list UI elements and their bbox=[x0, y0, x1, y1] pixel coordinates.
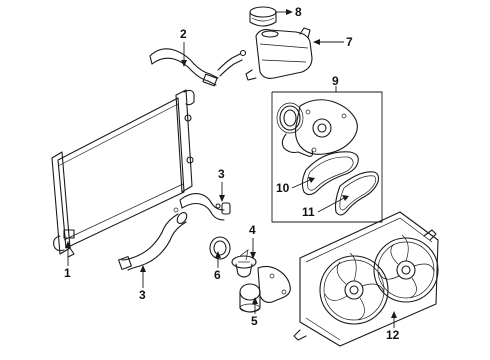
callout-2: 2 bbox=[180, 27, 187, 41]
thermostat bbox=[231, 249, 257, 278]
callout-6: 6 bbox=[214, 268, 221, 282]
callout-12: 12 bbox=[386, 328, 400, 342]
callout-labels: 1 2 3 3 4 5 6 7 8 9 10 11 12 bbox=[64, 5, 400, 342]
coolant-reservoir bbox=[245, 27, 313, 81]
callout-9: 9 bbox=[332, 74, 339, 88]
callout-8: 8 bbox=[295, 5, 302, 19]
lower-hose-upper-section bbox=[179, 193, 231, 221]
callout-7: 7 bbox=[346, 35, 353, 49]
reservoir-cap bbox=[249, 6, 277, 27]
callout-5: 5 bbox=[251, 314, 258, 328]
fan-shroud-assembly bbox=[293, 211, 439, 347]
callout-1: 1 bbox=[64, 266, 71, 280]
water-pump-group bbox=[271, 91, 383, 223]
callout-11: 11 bbox=[302, 205, 315, 219]
lower-hose-lower-section bbox=[118, 207, 188, 271]
upper-hose bbox=[149, 48, 247, 87]
radiator bbox=[51, 89, 195, 258]
thermostat-housing bbox=[239, 265, 291, 313]
callout-10: 10 bbox=[276, 181, 290, 195]
callout-3-upper: 3 bbox=[218, 167, 225, 181]
callout-3-lower: 3 bbox=[139, 288, 146, 302]
callout-4: 4 bbox=[249, 223, 256, 237]
o-ring-seal bbox=[209, 236, 231, 260]
leader-lines bbox=[65, 9, 397, 328]
